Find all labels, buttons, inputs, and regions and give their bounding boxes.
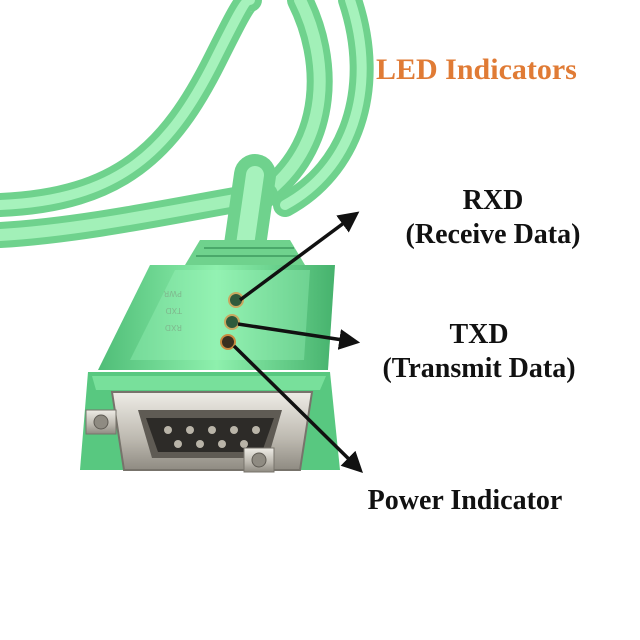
led-label-rxd: RXD bbox=[165, 323, 182, 332]
callout-arrows bbox=[232, 211, 363, 473]
callout-rxd: RXD (Receive Data) bbox=[378, 184, 608, 251]
led-label-pwr: PWR bbox=[163, 289, 182, 298]
led-pwr bbox=[220, 334, 236, 350]
cable bbox=[0, 0, 374, 266]
callout-power-name: Power Indicator bbox=[367, 485, 563, 516]
callout-txd: TXD (Transmit Data) bbox=[348, 318, 610, 385]
thumbscrew-left bbox=[85, 409, 117, 435]
title-led-indicators: LED Indicators bbox=[376, 53, 577, 86]
db9-pins bbox=[164, 426, 260, 448]
callout-txd-name: TXD bbox=[449, 319, 509, 350]
arrow-power bbox=[232, 344, 363, 473]
callout-power: Power Indicator bbox=[340, 484, 590, 518]
led-label-txd: TXD bbox=[165, 306, 183, 315]
led-label-group: RXD TXD PWR bbox=[163, 289, 183, 332]
callout-txd-desc: (Transmit Data) bbox=[382, 352, 576, 384]
leds bbox=[220, 292, 244, 350]
connector-hood bbox=[98, 265, 335, 370]
led-txd bbox=[224, 314, 240, 330]
led-rxd bbox=[228, 292, 244, 308]
db9-metal-shell bbox=[110, 391, 314, 471]
arrow-rxd bbox=[238, 211, 360, 302]
strain-relief bbox=[185, 240, 305, 265]
callout-rxd-desc: (Receive Data) bbox=[405, 218, 581, 250]
callout-rxd-name: RXD bbox=[462, 185, 524, 216]
thumbscrew-right bbox=[243, 447, 275, 473]
arrow-txd bbox=[237, 322, 361, 350]
